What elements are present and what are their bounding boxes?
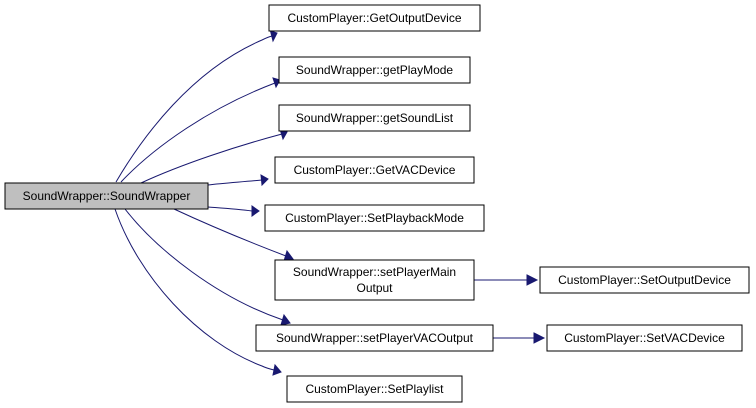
node-setPlaylist[interactable]: CustomPlayer::SetPlaylist	[286, 375, 463, 403]
edge-line	[124, 208, 284, 321]
arrowhead-icon	[272, 77, 281, 89]
nodes-layer: SoundWrapper::SoundWrapperCustomPlayer::…	[4, 4, 750, 403]
arrowhead-icon	[280, 313, 291, 326]
node-label: SoundWrapper::setPlayerMain	[293, 265, 456, 279]
node-getVACDevice[interactable]: CustomPlayer::GetVACDevice	[274, 156, 475, 184]
node-label: SoundWrapper::getPlayMode	[296, 63, 454, 77]
node-label: CustomPlayer::SetOutputDevice	[558, 273, 731, 287]
node-label: CustomPlayer::SetPlaylist	[305, 382, 444, 396]
node-getSoundList[interactable]: SoundWrapper::getSoundList	[278, 104, 471, 132]
edge-line	[173, 208, 287, 257]
arrowhead-icon	[269, 30, 278, 43]
node-label: SoundWrapper::SoundWrapper	[23, 189, 191, 203]
node-setPlayerVACOutput[interactable]: SoundWrapper::setPlayerVACOutput	[255, 324, 494, 352]
arrowhead-icon	[260, 174, 269, 187]
node-box	[278, 56, 471, 84]
node-setVACDevice[interactable]: CustomPlayer::SetVACDevice	[546, 324, 743, 352]
node-label: Output	[356, 281, 393, 295]
node-getOutputDevice[interactable]: CustomPlayer::GetOutputDevice	[268, 4, 481, 32]
node-box	[539, 266, 750, 294]
arrowhead-icon	[533, 332, 546, 344]
node-box	[274, 156, 475, 184]
arrowhead-icon	[251, 205, 260, 217]
node-box	[546, 324, 743, 352]
node-box	[278, 104, 471, 132]
edges-layer	[114, 30, 546, 376]
node-label: SoundWrapper::setPlayerVACOutput	[276, 331, 474, 345]
edge-setPlayerVACOutput-to-setVACDevice	[493, 332, 546, 344]
edge-root-to-setPlayerVACOutput	[124, 208, 291, 326]
node-label: SoundWrapper::getSoundList	[296, 111, 454, 125]
edge-root-to-getVACDevice	[207, 174, 269, 187]
edge-line	[115, 35, 273, 183]
edge-root-to-getSoundList	[140, 128, 288, 184]
node-setOutputDevice[interactable]: CustomPlayer::SetOutputDevice	[539, 266, 750, 294]
edge-line	[120, 82, 276, 183]
node-setPlaybackMode[interactable]: CustomPlayer::SetPlaybackMode	[264, 204, 485, 232]
node-label: CustomPlayer::GetVACDevice	[294, 163, 456, 177]
node-getPlayMode[interactable]: SoundWrapper::getPlayMode	[278, 56, 471, 84]
arrowhead-icon	[272, 363, 282, 376]
edge-root-to-getPlayMode	[120, 77, 281, 183]
node-root[interactable]: SoundWrapper::SoundWrapper	[4, 182, 209, 210]
edge-root-to-setPlaylist	[114, 208, 282, 376]
edge-line	[207, 206, 253, 212]
node-label: CustomPlayer::SetPlaybackMode	[285, 211, 464, 225]
node-box	[264, 204, 485, 232]
arrowhead-icon	[526, 274, 539, 286]
node-label: CustomPlayer::SetVACDevice	[564, 331, 725, 345]
edge-line	[114, 208, 275, 371]
node-box	[268, 4, 481, 32]
node-label: CustomPlayer::GetOutputDevice	[287, 11, 461, 25]
node-box	[255, 324, 494, 352]
node-box	[274, 259, 475, 301]
edge-line	[140, 133, 283, 184]
edge-root-to-getOutputDevice	[115, 30, 278, 183]
node-box	[286, 375, 463, 403]
edge-line	[207, 179, 263, 186]
edge-setPlayerMainOutput-to-setOutputDevice	[474, 274, 539, 286]
edge-root-to-setPlaybackMode	[207, 205, 260, 217]
node-box	[4, 182, 209, 210]
